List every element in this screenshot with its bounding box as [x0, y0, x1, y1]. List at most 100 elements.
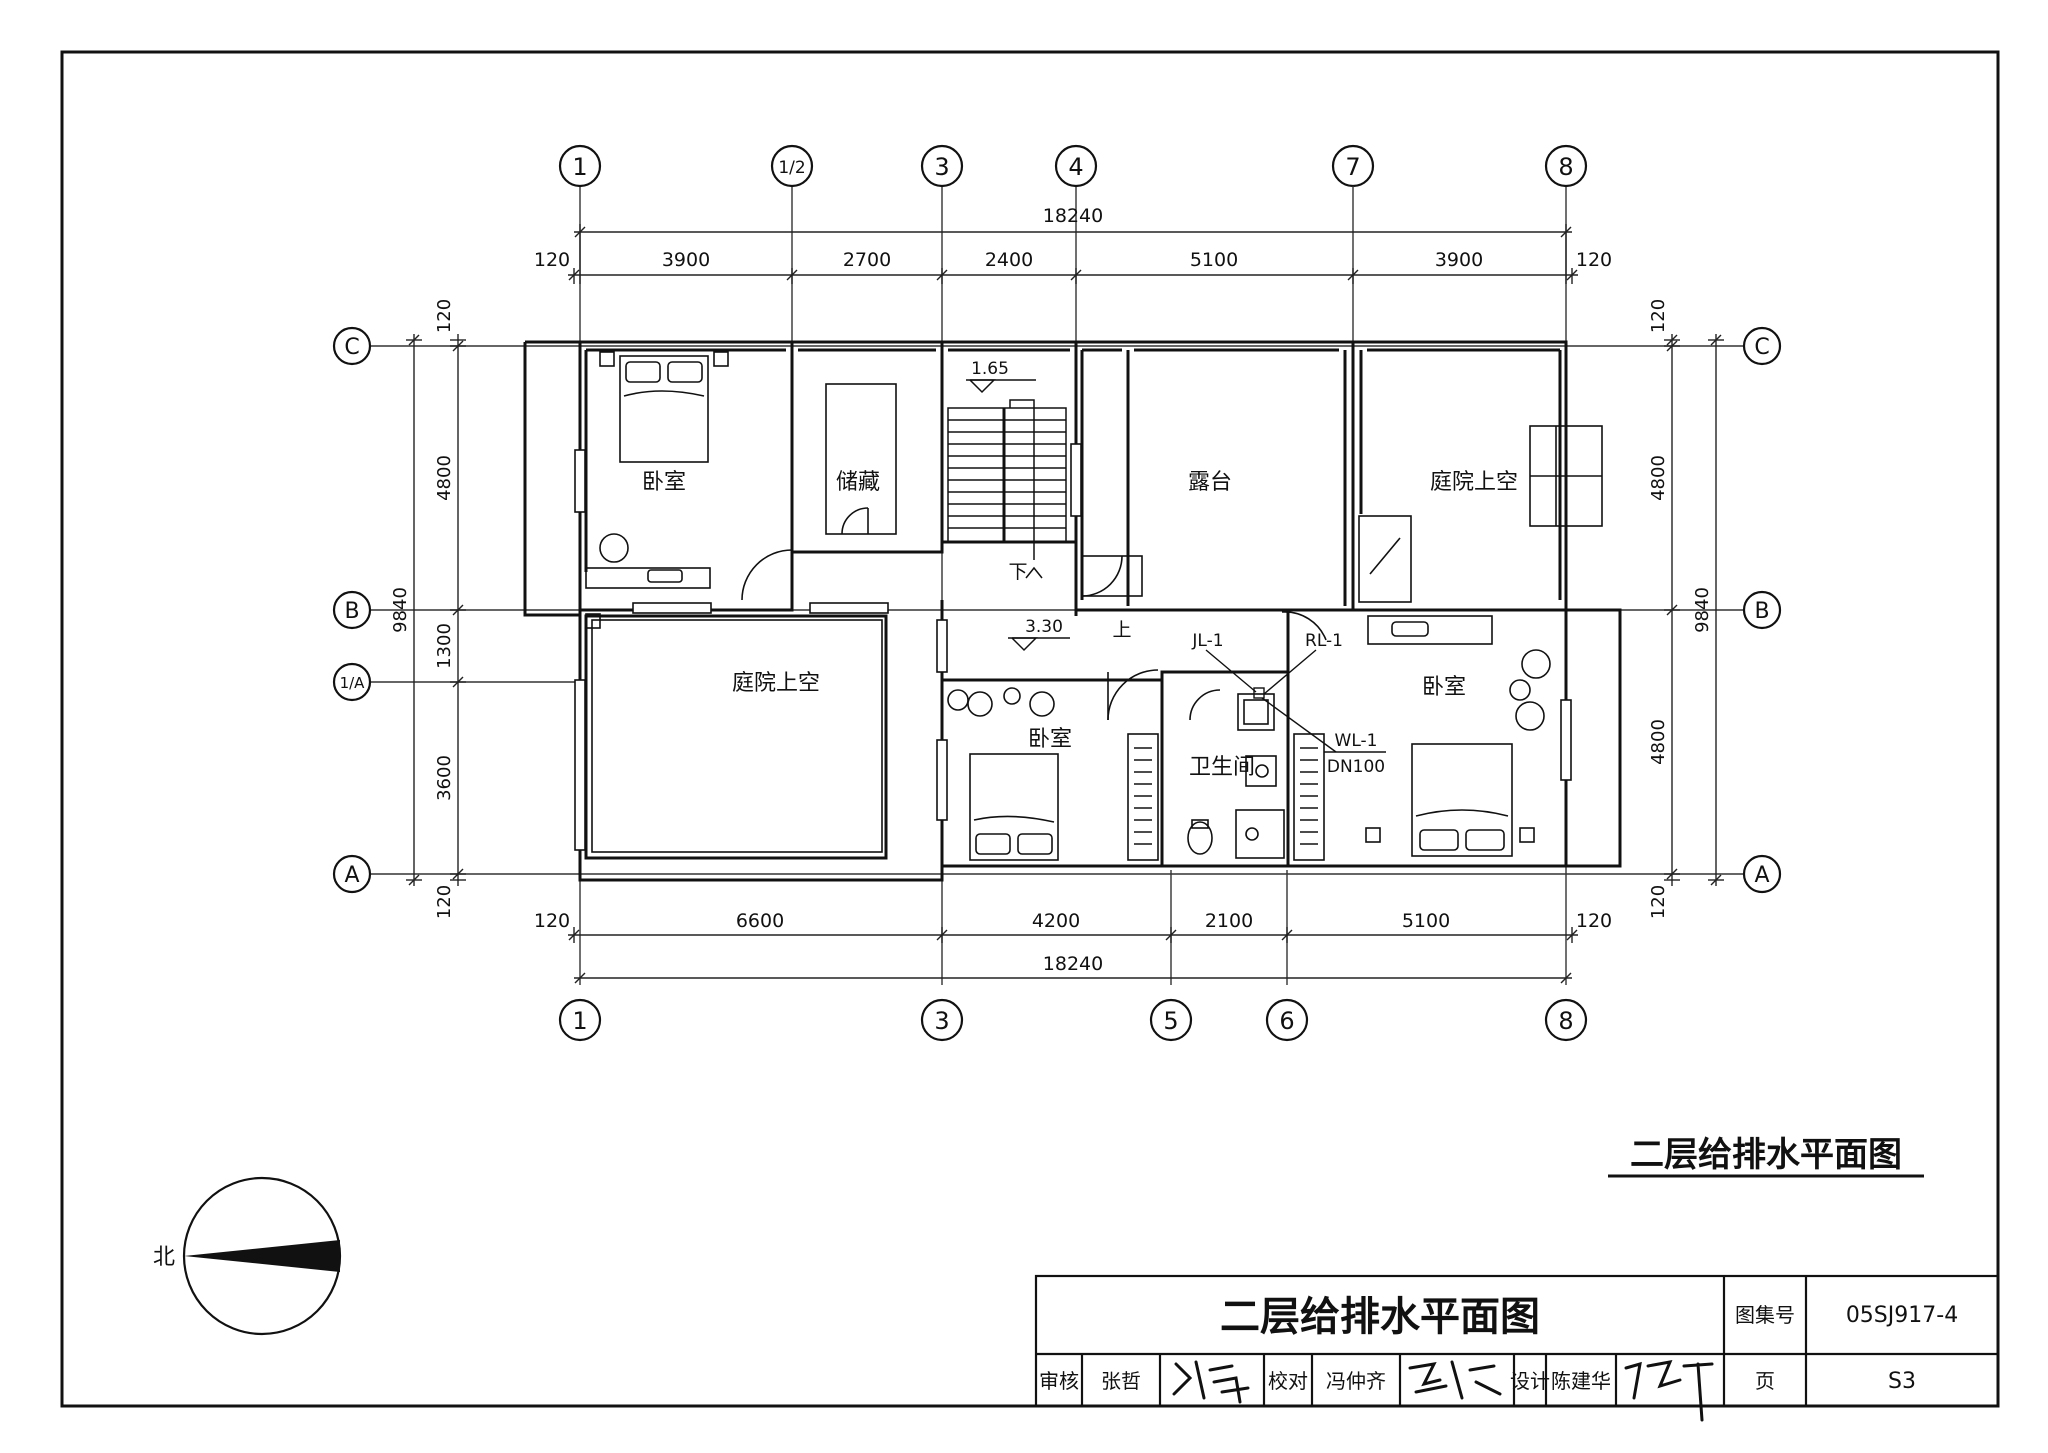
- bottom-dimension-labels: 120 6600 4200 2100 5100 120 18240: [534, 910, 1612, 975]
- furniture: [585, 351, 1603, 861]
- dim-bottom-seg: 2100: [1205, 910, 1253, 932]
- axis-bubble-bottom-3: 3: [920, 998, 964, 1042]
- svg-text:3: 3: [934, 153, 949, 181]
- dim-right-seg: 120: [1648, 299, 1669, 333]
- svg-text:8: 8: [1558, 1007, 1573, 1035]
- title-block-title: 二层给排水平面图: [1220, 1294, 1540, 1340]
- pipe-label-dn: DN100: [1327, 757, 1385, 777]
- svg-text:A: A: [344, 863, 359, 888]
- review-name: 张哲: [1101, 1369, 1141, 1393]
- room-label-bathroom: 卫生间: [1189, 755, 1255, 780]
- axis-bubble-left-c: C: [332, 326, 372, 366]
- dim-right-total: 9840: [1692, 587, 1713, 633]
- top-dimension-labels: 18240 120 3900 2700 2400 5100 3900 120: [534, 205, 1612, 271]
- plan-annotations: 1.65 3.30 下 上 JL-1 RL-1 WL-1 DN100: [971, 359, 1385, 777]
- design-label: 设计: [1510, 1369, 1550, 1393]
- right-axis-bubbles: C B A: [1742, 326, 1782, 894]
- page-number: S3: [1888, 1369, 1916, 1394]
- dim-bottom-seg: 6600: [736, 910, 784, 932]
- svg-text:1: 1: [572, 153, 587, 181]
- left-dimension-labels: 120 4800 1300 3600 120 9840: [390, 299, 455, 919]
- review-label: 审核: [1039, 1369, 1079, 1393]
- dim-left-seg: 120: [434, 885, 455, 919]
- room-label-storage: 储藏: [836, 470, 880, 495]
- dim-top-seg: 3900: [1435, 249, 1483, 271]
- stair: [947, 379, 1070, 652]
- axis-bubble-top-3: 3: [920, 144, 964, 188]
- svg-text:C: C: [344, 335, 359, 360]
- right-dimension-lines: [1664, 334, 1724, 886]
- dim-left-seg: 1300: [434, 623, 455, 669]
- axis-bubble-bottom-1: 1: [558, 998, 602, 1042]
- dim-top-seg: 2400: [985, 249, 1033, 271]
- dim-top-seg: 120: [1576, 249, 1612, 271]
- svg-text:1/2: 1/2: [778, 158, 805, 178]
- signature-check: [1408, 1360, 1502, 1400]
- pipe-label-rl: RL-1: [1305, 631, 1343, 651]
- svg-text:1: 1: [572, 1007, 587, 1035]
- svg-text:4: 4: [1068, 153, 1083, 181]
- svg-text:7: 7: [1345, 153, 1360, 181]
- dim-bottom-seg: 4200: [1032, 910, 1080, 932]
- pipe-label-wl: WL-1: [1335, 731, 1378, 751]
- check-name: 冯仲齐: [1326, 1369, 1386, 1393]
- room-label-terrace: 露台: [1188, 470, 1232, 495]
- pipe-label-jl: JL-1: [1191, 631, 1223, 651]
- axis-bubble-top-4: 4: [1054, 144, 1098, 188]
- north-label: 北: [153, 1245, 175, 1270]
- svg-text:3: 3: [934, 1007, 949, 1035]
- axis-bubble-right-b: B: [1742, 590, 1782, 630]
- signature-review: [1172, 1360, 1250, 1404]
- axis-bubble-left-b: B: [332, 590, 372, 630]
- left-dimension-lines: [406, 334, 466, 886]
- title-block: 二层给排水平面图 图集号 05SJ917-4 审核 张哲 校对 冯仲齐 设计 陈…: [1039, 1294, 1958, 1394]
- signatures: [1172, 1360, 1714, 1422]
- axis-bubble-right-c: C: [1742, 326, 1782, 366]
- axis-bubble-top-8: 8: [1544, 144, 1588, 188]
- dim-top-seg: 5100: [1190, 249, 1238, 271]
- dim-top-seg: 2700: [843, 249, 891, 271]
- axis-bubble-top-7: 7: [1331, 144, 1375, 188]
- dim-right-seg: 4800: [1648, 719, 1669, 765]
- svg-text:8: 8: [1558, 153, 1573, 181]
- dim-right-seg: 120: [1648, 885, 1669, 919]
- axis-bubble-bottom-5: 5: [1149, 998, 1193, 1042]
- outer-frame: [60, 50, 2000, 1408]
- check-label: 校对: [1268, 1369, 1308, 1393]
- axis-bubble-bottom-8: 8: [1544, 998, 1588, 1042]
- dim-bottom-total: 18240: [1043, 953, 1103, 975]
- svg-text:B: B: [1754, 599, 1769, 624]
- room-label-bedroom-nw: 卧室: [642, 470, 686, 495]
- north-arrow-icon: [182, 1176, 342, 1336]
- dim-top-seg: 3900: [662, 249, 710, 271]
- room-label-bedroom-middle: 卧室: [1028, 727, 1072, 752]
- room-label-bedroom-se: 卧室: [1422, 675, 1466, 700]
- dim-left-total: 9840: [390, 587, 411, 633]
- room-labels: 卧室 储藏 露台 庭院上空 庭院上空 卧室 卫生间 卧室: [642, 470, 1518, 780]
- svg-text:1/A: 1/A: [340, 674, 366, 692]
- top-axis-bubbles: 1 1/2 3 4 7 8: [558, 144, 1588, 345]
- windows: [574, 443, 1572, 851]
- right-dimension-labels: 120 4800 4800 120 9840: [1648, 299, 1713, 919]
- svg-text:6: 6: [1279, 1007, 1294, 1035]
- left-axis-bubbles: C B 1/A A: [332, 326, 372, 894]
- dim-right-seg: 4800: [1648, 455, 1669, 501]
- room-label-courtyard-void-w: 庭院上空: [732, 671, 820, 696]
- bottom-axis-bubbles: 1 3 5 6 8: [558, 998, 1588, 1042]
- svg-text:B: B: [344, 599, 359, 624]
- page-label: 页: [1755, 1369, 1775, 1393]
- room-label-courtyard-void-ne: 庭院上空: [1430, 470, 1518, 495]
- dim-bottom-seg: 120: [1576, 910, 1612, 932]
- level-floor: 3.30: [1025, 617, 1063, 637]
- axis-bubble-left-a: A: [332, 854, 372, 894]
- title-block-frame: [1034, 1274, 2000, 1408]
- pipe-leaders: [1205, 649, 1386, 753]
- dim-top-seg: 120: [534, 249, 570, 271]
- svg-text:A: A: [1754, 863, 1769, 888]
- dim-left-seg: 4800: [434, 455, 455, 501]
- axis-bubble-top-1: 1: [558, 144, 602, 188]
- level-stair: 1.65: [971, 359, 1009, 379]
- signature-design: [1624, 1360, 1714, 1422]
- top-dimension-lines: [568, 224, 1578, 284]
